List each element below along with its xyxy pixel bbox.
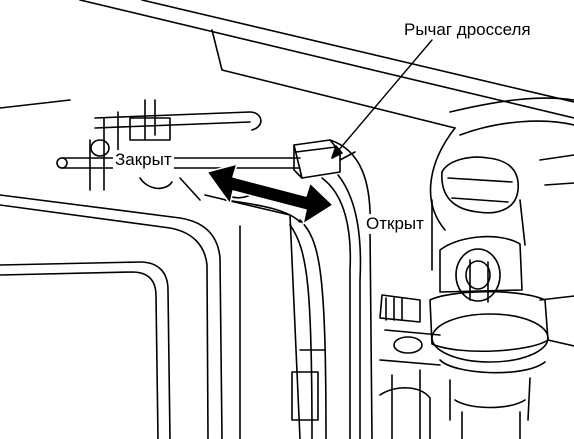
lever-pointer: [331, 39, 433, 159]
closed-position-label: Закрыт: [113, 150, 174, 170]
right-components: [429, 154, 574, 439]
lever-block: [293, 139, 356, 179]
carburettor-body: [289, 139, 373, 439]
throttle-lever-label: Рычаг дросселя: [404, 20, 531, 39]
lower-linkage: [291, 294, 441, 439]
open-position-label: Открыт: [364, 214, 426, 234]
movement-arrow: [206, 163, 334, 225]
housing: [0, 99, 301, 439]
upper-frame: [79, 0, 574, 231]
